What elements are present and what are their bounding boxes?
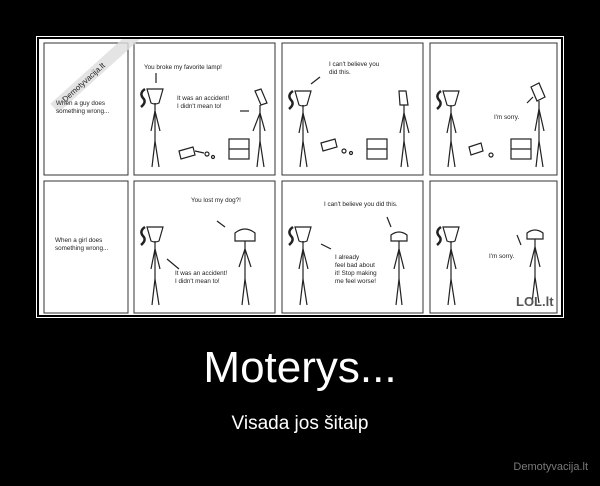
lol-logo: LOL.lt — [516, 294, 554, 309]
comic-strip: Demotyvacija.lt When a guy does somethin… — [39, 39, 561, 315]
r1p3-speech: I'm sorry. — [494, 114, 519, 121]
r1p1-reply-line1: It was an accident! — [177, 95, 229, 102]
row2-figures — [140, 216, 544, 306]
panel-r2-label — [43, 180, 129, 314]
panel-r1-2 — [281, 42, 424, 176]
panel-r2-1 — [133, 180, 276, 314]
r1p1-reply-line2: I didn't mean to! — [177, 103, 222, 110]
panel-r2-2 — [281, 180, 424, 314]
r2-label-line2: something wrong... — [55, 245, 108, 252]
watermark-text: Demotyvacija.lt — [61, 60, 108, 104]
r2p2-reply-line1: I already — [335, 254, 360, 261]
panel-r1-3 — [429, 42, 558, 176]
r2p2-reply-line2: feel bad about — [335, 262, 375, 269]
r1-label-line1: When a guy does — [56, 100, 105, 107]
r2p3-speech: I'm sorry. — [489, 253, 514, 260]
row1-figures — [140, 73, 546, 168]
r1-label-line2: something wrong... — [56, 108, 109, 115]
r2p1-reply-line2: I didn't mean to! — [175, 278, 220, 285]
r2p2-speech: I can't believe you did this. — [324, 201, 398, 208]
r1p1-speech: You broke my favorite lamp! — [144, 64, 222, 71]
panel-r2-3 — [429, 180, 558, 314]
r2p1-speech: You lost my dog?! — [191, 197, 241, 204]
r2-label-line1: When a girl does — [55, 237, 102, 244]
poster-title: Moterys... — [203, 343, 397, 392]
r2p2-reply-line3: it! Stop making — [335, 270, 377, 277]
r1p2-speech-line2: did this. — [329, 69, 351, 76]
poster-subtitle: Visada jos šitaip — [231, 413, 369, 434]
panel-r1-1 — [133, 42, 276, 176]
site-footer[interactable]: Demotyvacija.lt — [513, 461, 588, 473]
r1p2-speech-line1: I can't believe you — [329, 61, 380, 68]
panel-r1-label — [43, 42, 129, 176]
r2p2-reply-line4: me feel worse! — [335, 278, 376, 285]
r2p1-reply-line1: It was an accident! — [175, 270, 227, 277]
comic-drawing: Demotyvacija.lt When a guy does somethin… — [43, 39, 558, 314]
poster-frame — [36, 36, 564, 318]
